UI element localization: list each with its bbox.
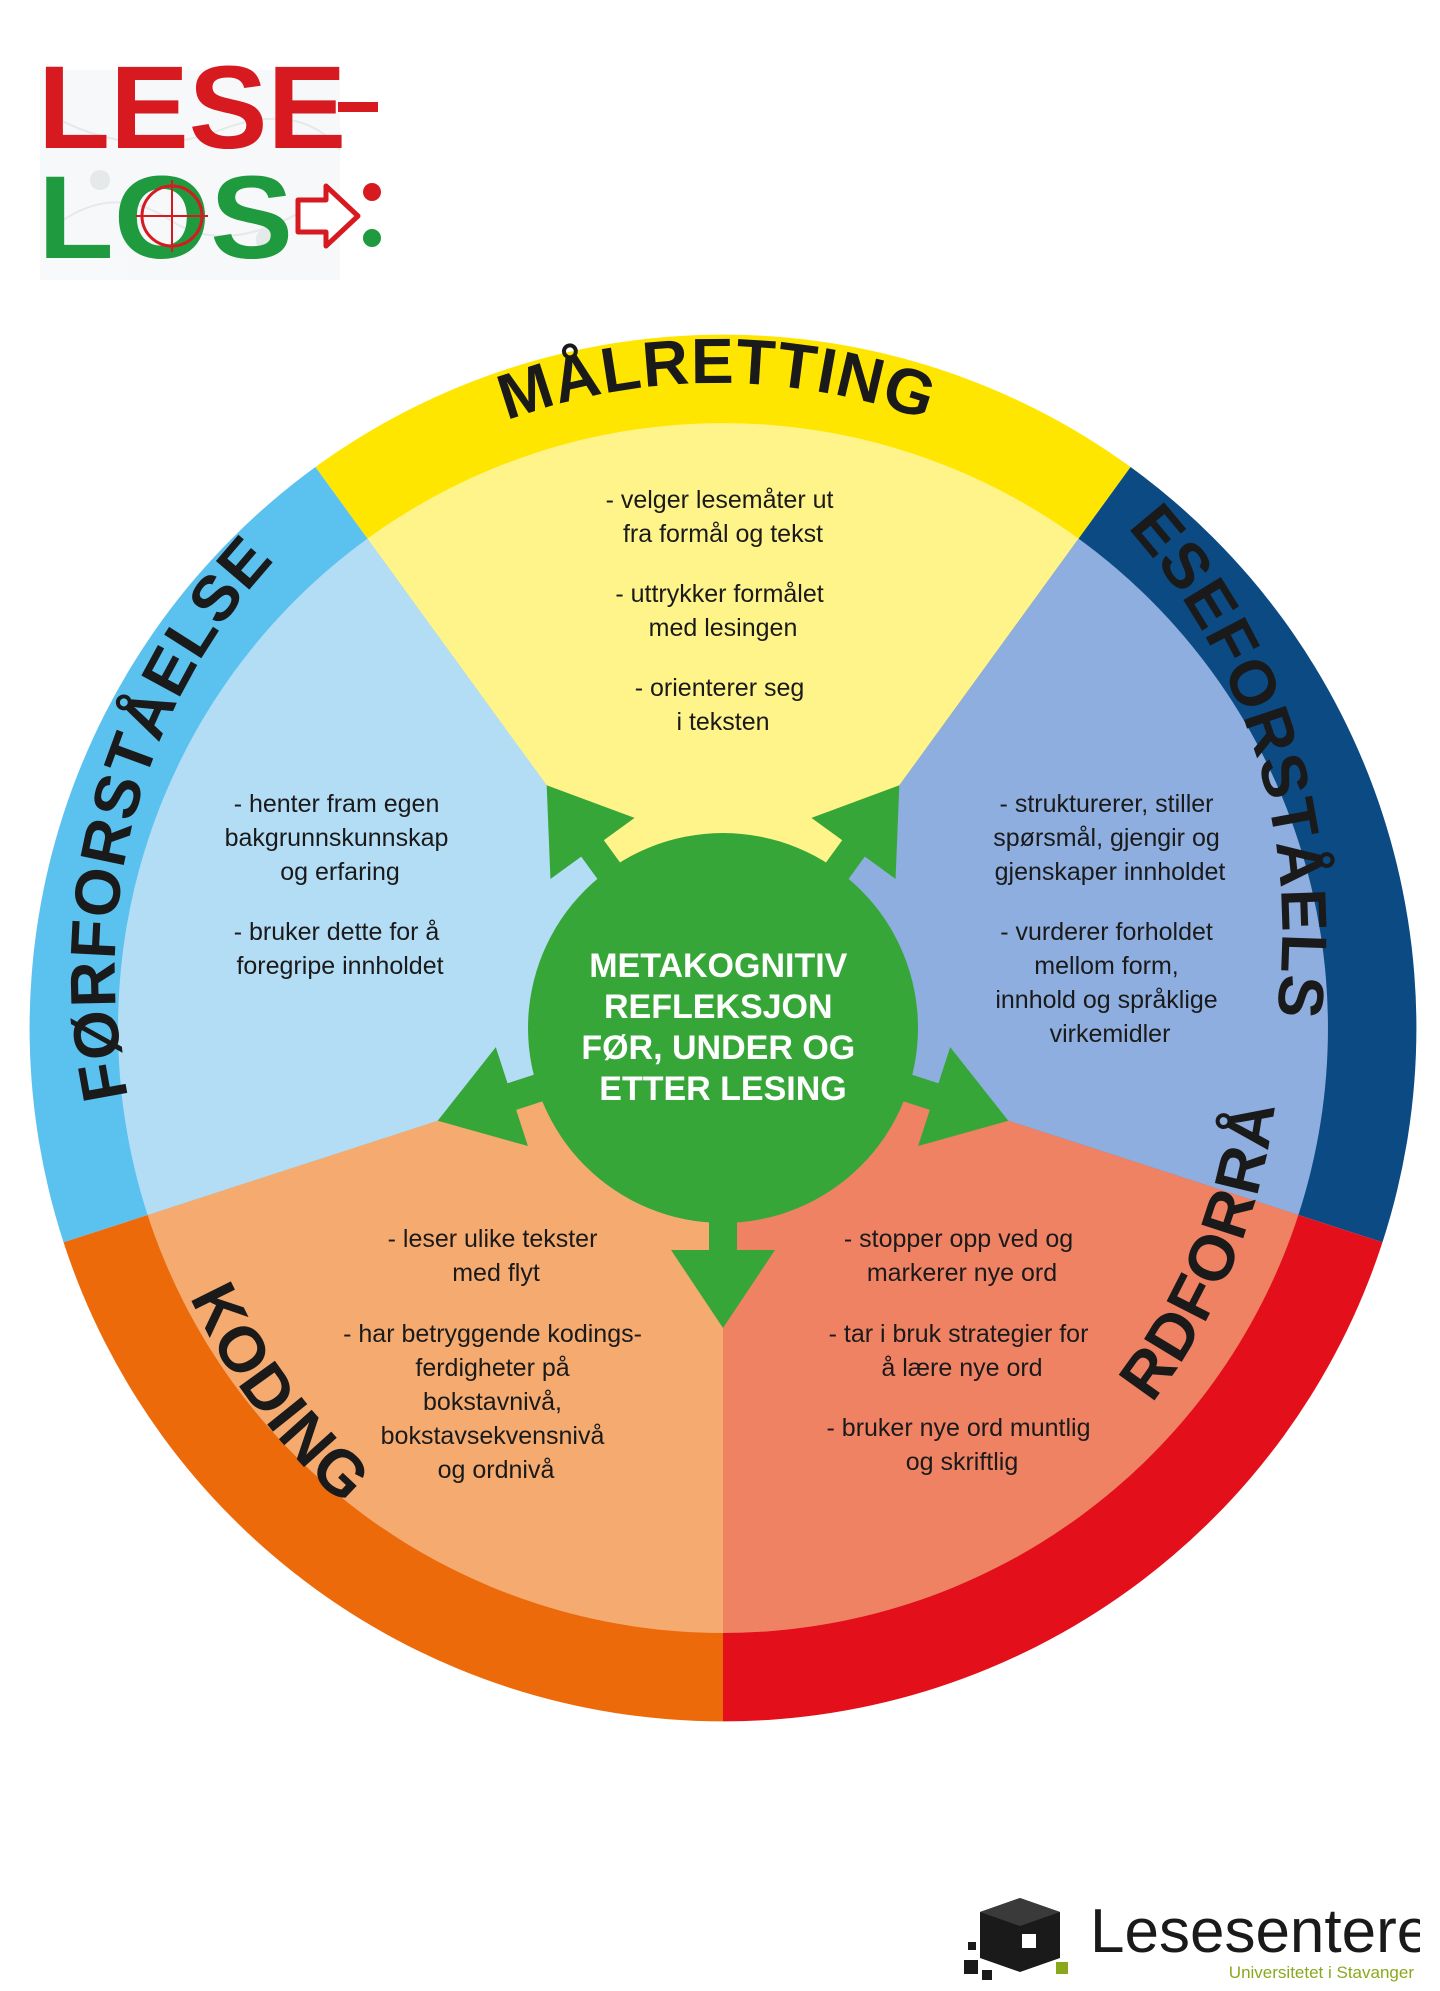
center-text: METAKOGNITIV REFLEKSJON FØR, UNDER OG ET… xyxy=(581,947,864,1108)
fill-ordforrad xyxy=(723,1028,1299,1633)
forforstaelse-item-2: - bruker dette for å foregripe innholdet xyxy=(234,918,447,980)
koding-item-2: - har betryggende kodings- ferdigheter p… xyxy=(343,1320,649,1484)
logo-hyphen xyxy=(338,102,378,112)
ordforrad-item-2: - tar i bruk strategier for å lære nye o… xyxy=(829,1320,1096,1382)
logo-line-lese: LESE xyxy=(38,42,346,174)
fill-koding xyxy=(147,1028,724,1633)
ordforrad-item-1: - stopper opp ved og markerer nye ord xyxy=(844,1225,1080,1287)
map-background xyxy=(40,70,341,280)
brand-name: Lesesenteret xyxy=(1090,1897,1420,1966)
ordforrad-item-3: - bruker nye ord muntlig og skriftlig xyxy=(827,1414,1098,1476)
malretting-item-3: - orienterer seg i teksten xyxy=(635,674,811,736)
malretting-item-1: - velger lesemåter ut fra formål og teks… xyxy=(606,486,841,548)
koding-item-1: - leser ulike tekster med flyt xyxy=(388,1225,605,1287)
malretting-item-2: - uttrykker formålet med lesingen xyxy=(615,580,830,642)
leseforstaelse-item-2: - vurderer forholdet mellom form, innhol… xyxy=(995,918,1224,1048)
logo-line-los: LOS xyxy=(38,152,293,284)
fill-malretting xyxy=(367,423,1079,1028)
arrow-right-outline-icon xyxy=(295,183,361,249)
cube-cluster-icon xyxy=(964,1898,1068,1980)
brand-subtitle: Universitetet i Stavanger xyxy=(1229,1963,1415,1982)
lese-los-logo: LESE LOS xyxy=(38,42,381,284)
center-circle xyxy=(528,833,918,1223)
forforstaelse-item-1: - henter fram egen bakgrunnskunnskap og … xyxy=(225,790,456,886)
compass-icon xyxy=(136,180,208,252)
lesesenteret-brand: Lesesenteret Universitetet i Stavanger xyxy=(964,1897,1420,1982)
colon-dots-icon xyxy=(363,183,381,247)
leseforstaelse-item-1: - strukturerer, stiller spørsmål, gjengi… xyxy=(993,790,1226,886)
